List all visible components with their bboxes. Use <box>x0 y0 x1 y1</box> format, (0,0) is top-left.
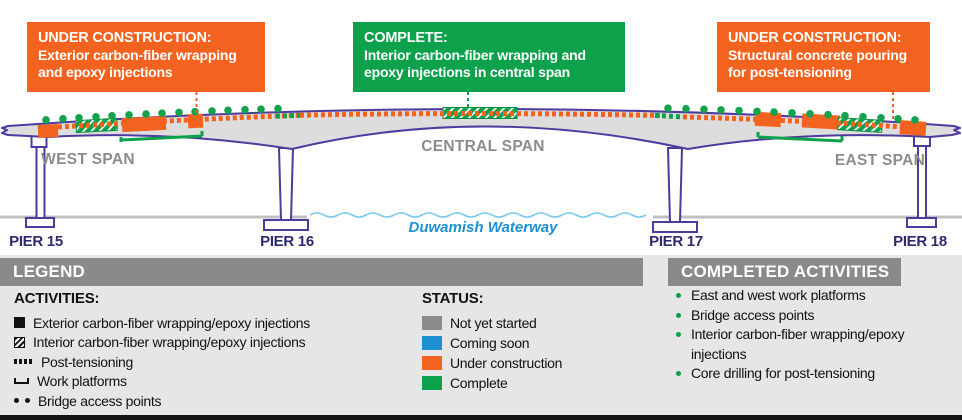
legend-section: LEGEND COMPLETED ACTIVITIES ACTIVITIES: … <box>0 255 962 420</box>
completed-activities-header: COMPLETED ACTIVITIES <box>668 258 901 286</box>
complete-swatch <box>422 376 442 390</box>
interior-wrap-icon <box>14 336 25 348</box>
exterior-wrap-icon <box>14 317 25 329</box>
central-span-label: CENTRAL SPAN <box>421 138 545 155</box>
water-line <box>309 212 647 218</box>
callout-status: UNDER CONSTRUCTION: <box>728 30 902 46</box>
post-tensioning-lines <box>57 111 901 130</box>
completed-label: Core drilling for post-tensioning <box>691 365 875 381</box>
completed-label: East and west work platforms <box>691 287 866 303</box>
callout-status: UNDER CONSTRUCTION: <box>38 30 212 46</box>
activities-column: ACTIVITIES: Exterior carbon-fiber wrappi… <box>14 290 310 411</box>
legend-activity-row: Interior carbon-fiber wrapping/epoxy inj… <box>14 333 310 353</box>
pier-15-label: PIER 15 <box>9 233 63 250</box>
post-tensioning-icon <box>14 359 33 365</box>
status-title: STATUS: <box>422 290 484 307</box>
bullet-icon <box>676 371 681 376</box>
status-row: Under construction <box>422 353 562 373</box>
legend-activity-row: Exterior carbon-fiber wrapping/epoxy inj… <box>14 313 310 333</box>
work-platform-east <box>756 132 844 143</box>
legend-activity-row: Post-tensioning <box>14 352 310 372</box>
activity-label: Interior carbon-fiber wrapping/epoxy inj… <box>33 334 306 351</box>
completed-item: Core drilling for post-tensioning <box>674 364 946 384</box>
bottom-divider-bar <box>0 415 962 420</box>
completed-item: East and west work platforms <box>674 286 946 306</box>
callout-east-under-construction: UNDER CONSTRUCTION: Structural concrete … <box>717 22 930 92</box>
waterway-label: Duwamish Waterway <box>409 219 559 236</box>
activity-label: Work platforms <box>37 373 127 390</box>
status-label: Coming soon <box>450 335 530 351</box>
work-platform-west <box>119 131 204 142</box>
callout-text: Structural concrete pouring for post-ten… <box>728 47 907 80</box>
completed-activities-column: East and west work platforms Bridge acce… <box>674 286 946 384</box>
pier-17 <box>652 147 698 233</box>
status-row: Complete <box>422 373 562 393</box>
pier-15 <box>25 135 55 228</box>
coming-soon-swatch <box>422 336 442 350</box>
bridge-diagram: WEST SPAN CENTRAL SPAN EAST SPAN Duwamis… <box>0 92 962 250</box>
pier-16-label: PIER 16 <box>260 233 314 250</box>
status-label: Under construction <box>450 355 563 371</box>
legend-activity-row: Bridge access points <box>14 391 310 411</box>
callout-text: Exterior carbon-fiber wrapping and epoxy… <box>38 47 237 80</box>
callout-west-under-construction: UNDER CONSTRUCTION: Exterior carbon-fibe… <box>27 22 265 92</box>
pier-18 <box>906 134 937 228</box>
completed-label: Interior carbon-fiber wrapping/epoxy inj… <box>691 326 905 362</box>
bullet-icon <box>676 332 681 337</box>
east-span-label: EAST SPAN <box>835 152 925 169</box>
activity-label: Bridge access points <box>38 392 162 409</box>
access-points-icon <box>14 398 30 404</box>
work-platform-icon <box>14 378 29 385</box>
activities-title: ACTIVITIES: <box>14 290 100 307</box>
bullet-icon <box>676 312 681 318</box>
activity-label: Post-tensioning <box>41 353 134 370</box>
legend-header: LEGEND <box>0 258 643 286</box>
callout-central-complete: COMPLETE: Interior carbon-fiber wrapping… <box>353 22 625 92</box>
bridge-access-points <box>42 104 919 124</box>
status-label: Not yet started <box>450 315 537 331</box>
status-column: STATUS: Not yet started Coming soon Unde… <box>422 290 562 393</box>
status-label: Complete <box>450 375 508 391</box>
not-yet-started-swatch <box>422 316 442 330</box>
completed-item: Interior carbon-fiber wrapping/epoxy inj… <box>674 325 946 364</box>
legend-activity-row: Work platforms <box>14 372 310 392</box>
under-construction-swatch <box>422 356 442 370</box>
status-row: Coming soon <box>422 333 562 353</box>
callout-text: Interior carbon-fiber wrapping and epoxy… <box>364 47 586 80</box>
activity-label: Exterior carbon-fiber wrapping/epoxy inj… <box>33 314 310 331</box>
status-row: Not yet started <box>422 313 562 333</box>
completed-item: Bridge access points <box>674 306 946 326</box>
west-span-label: WEST SPAN <box>41 151 135 168</box>
callout-status: COMPLETE: <box>364 30 448 46</box>
bullet-icon <box>676 293 681 298</box>
pier-18-label: PIER 18 <box>893 233 947 250</box>
pier-17-label: PIER 17 <box>649 233 703 250</box>
completed-label: Bridge access points <box>691 306 815 323</box>
